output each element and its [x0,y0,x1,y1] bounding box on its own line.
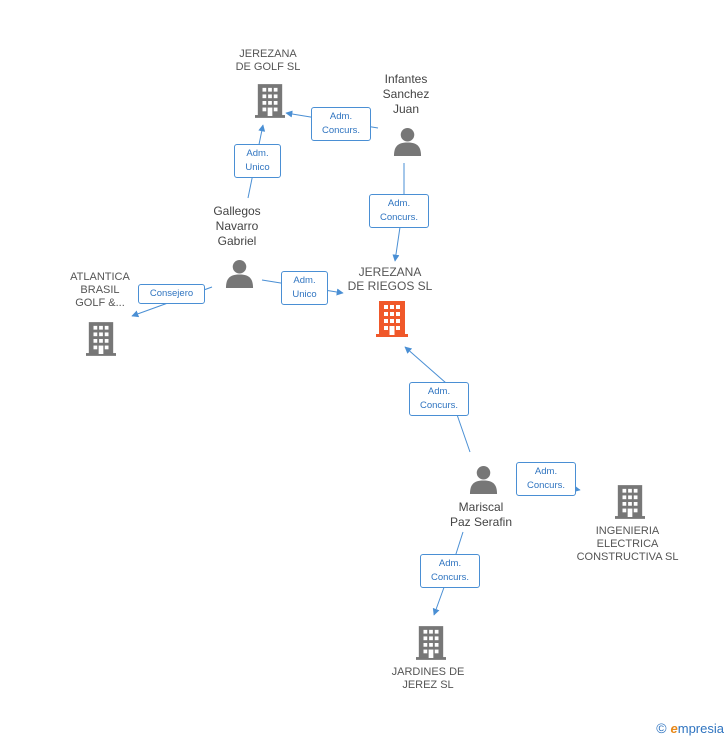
brand-initial: e [670,721,678,736]
building-icon[interactable] [615,485,645,519]
edge-label-infantes-riegos[interactable]: Adm. Concurs. [369,194,429,228]
edge-label-mariscal-jardines[interactable]: Adm. Concurs. [420,554,480,588]
building-icon[interactable] [255,84,285,118]
node-label-atlantica[interactable]: ATLANTICA BRASIL GOLF &... [70,271,130,309]
node-label-jardines[interactable]: JARDINES DE JEREZ SL [391,666,465,691]
building-icon[interactable] [416,626,446,660]
node-label-jerezana-golf[interactable]: JEREZANA DE GOLF SL [235,48,301,73]
node-label-jerezana-riegos[interactable]: JEREZANA DE RIEGOS SL [347,265,433,293]
brand-logo: ©empresia [656,720,724,736]
edge-label-gallegos-riegos[interactable]: Adm. Unico [281,271,328,305]
node-label-mariscal[interactable]: Mariscal Paz Serafin [449,500,513,529]
edge-label-gallegos-golf[interactable]: Adm. Unico [234,144,281,178]
building-icon[interactable] [376,301,408,337]
edge-label-infantes-golf[interactable]: Adm. Concurs. [311,107,371,141]
person-icon[interactable] [393,127,422,156]
building-icon[interactable] [86,322,116,356]
person-icon[interactable] [469,465,498,494]
brand-name: mpresia [677,721,724,736]
edges [131,110,581,616]
node-label-gallegos[interactable]: Gallegos Navarro Gabriel [213,204,261,248]
node-label-ingenieria[interactable]: INGENIERIA ELECTRICA CONSTRUCTIVA SL [576,525,679,563]
copyright-icon: © [656,720,667,736]
edge-label-gallegos-atlantica[interactable]: Consejero [138,284,205,304]
edge-label-mariscal-ingenieria[interactable]: Adm. Concurs. [516,462,576,496]
edge-label-mariscal-riegos[interactable]: Adm. Concurs. [409,382,469,416]
nodes [86,84,645,660]
node-label-infantes[interactable]: Infantes Sanchez Juan [382,72,430,116]
person-icon[interactable] [225,259,254,288]
